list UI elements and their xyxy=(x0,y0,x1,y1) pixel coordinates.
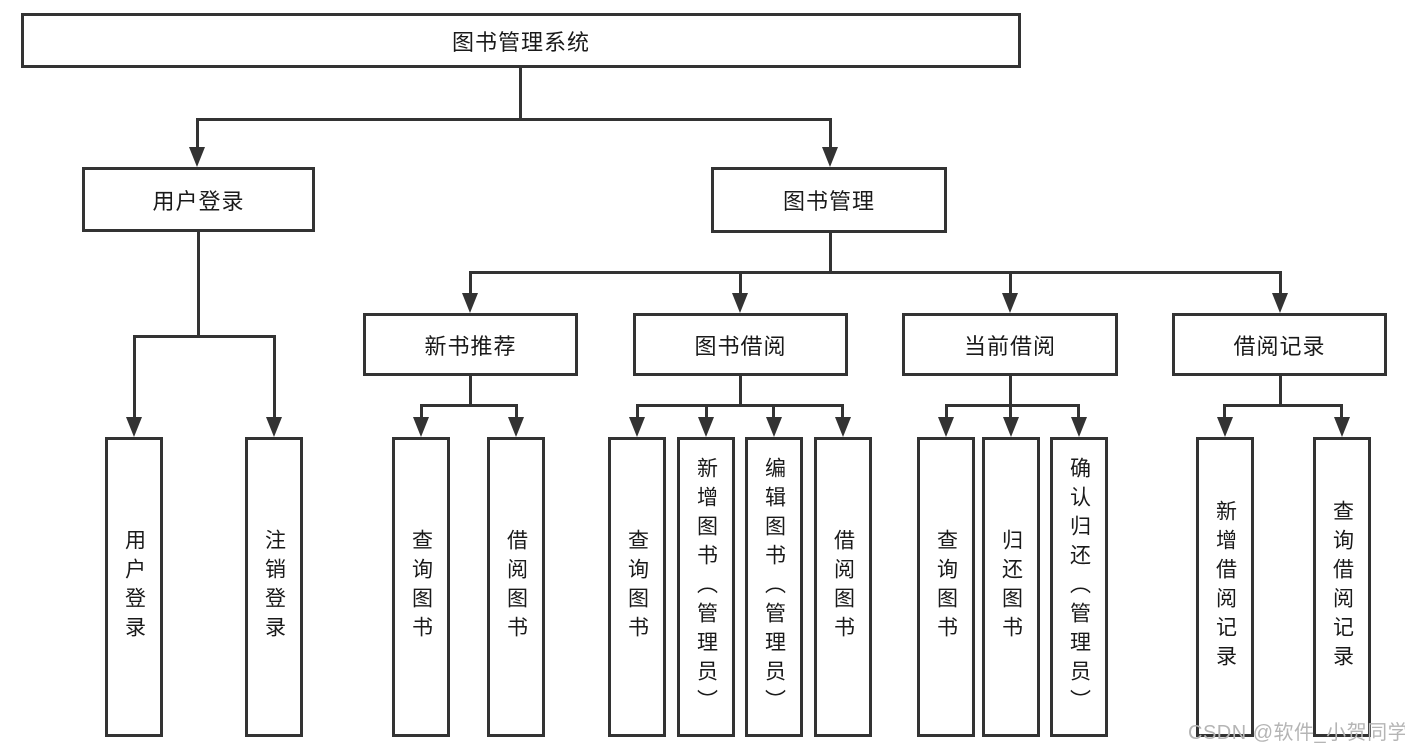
leaf-return-book: 归还图书 xyxy=(982,437,1040,737)
leaf-add-borrow-record: 新增借阅记录 xyxy=(1196,437,1254,737)
arrow-to-query-books-2 xyxy=(629,417,645,437)
arrow-to-borrow-books-1 xyxy=(508,417,524,437)
node-root-label: 图书管理系统 xyxy=(451,29,590,55)
arrow-to-query-borrow-record xyxy=(1334,417,1350,437)
leaf-query-borrow-record: 查询借阅记录 xyxy=(1313,437,1371,737)
arrow-to-edit-book-admin xyxy=(766,417,782,437)
connector-to-return-book xyxy=(1009,404,1012,419)
node-user-login: 用户登录 xyxy=(82,167,315,232)
connector-to-confirm-return-admin xyxy=(1077,404,1080,419)
connector-current-borrow-stem xyxy=(1009,375,1012,406)
arrow-to-query-books-1 xyxy=(413,417,429,437)
connector-to-current-borrow xyxy=(1009,271,1012,295)
arrow-to-confirm-return-admin xyxy=(1071,417,1087,437)
arrow-to-leaf-logout xyxy=(266,417,282,437)
connector-to-leaf-user-login xyxy=(133,335,136,417)
node-new-book-recommend: 新书推荐 xyxy=(363,313,578,376)
leaf-return-book-label: 归还图书 xyxy=(999,529,1023,645)
node-book-borrow-label: 图书借阅 xyxy=(694,333,787,359)
connector-to-borrow-books-1 xyxy=(515,404,518,419)
leaf-borrow-books-2-label: 借阅图书 xyxy=(831,529,855,645)
arrow-to-user-login xyxy=(189,147,205,167)
connector-user-login-stem xyxy=(197,231,200,337)
arrow-to-return-book xyxy=(1003,417,1019,437)
leaf-logout: 注销登录 xyxy=(245,437,303,737)
node-new-book-recommend-label: 新书推荐 xyxy=(424,333,517,359)
leaf-add-book-admin: 新增图书（管理员） xyxy=(677,437,735,737)
connector-user-login-bus xyxy=(133,335,276,338)
leaf-query-books-1-label: 查询图书 xyxy=(409,529,433,645)
leaf-confirm-return-admin: 确认归还（管理员） xyxy=(1050,437,1108,737)
arrow-to-new-book-recommend xyxy=(462,293,478,313)
leaf-confirm-return-admin-label: 确认归还（管理员） xyxy=(1067,456,1091,718)
node-root: 图书管理系统 xyxy=(21,13,1021,68)
connector-to-book-management xyxy=(829,118,832,150)
arrow-to-current-borrow xyxy=(1002,293,1018,313)
leaf-query-books-2-label: 查询图书 xyxy=(625,529,649,645)
connector-to-query-books-2 xyxy=(636,404,639,419)
leaf-borrow-books-1-label: 借阅图书 xyxy=(504,529,528,645)
connector-to-query-borrow-record xyxy=(1340,404,1343,419)
connector-to-borrow-records xyxy=(1279,271,1282,295)
leaf-add-book-admin-label: 新增图书（管理员） xyxy=(694,456,718,718)
leaf-query-books-2: 查询图书 xyxy=(608,437,666,737)
arrow-to-borrow-records xyxy=(1272,293,1288,313)
connector-book-management-stem xyxy=(829,232,832,273)
leaf-query-borrow-record-label: 查询借阅记录 xyxy=(1330,500,1354,674)
node-book-borrow: 图书借阅 xyxy=(633,313,848,376)
connector-to-edit-book-admin xyxy=(772,404,775,419)
leaf-logout-label: 注销登录 xyxy=(262,529,286,645)
arrow-to-book-management xyxy=(822,147,838,167)
node-borrow-records-label: 借阅记录 xyxy=(1233,333,1326,359)
node-user-login-label: 用户登录 xyxy=(152,188,245,214)
arrow-to-query-books-3 xyxy=(938,417,954,437)
connector-to-add-borrow-record xyxy=(1223,404,1226,419)
leaf-edit-book-admin-label: 编辑图书（管理员） xyxy=(762,456,786,718)
leaf-user-login: 用户登录 xyxy=(105,437,163,737)
node-current-borrow: 当前借阅 xyxy=(902,313,1118,376)
leaf-user-login-label: 用户登录 xyxy=(122,529,146,645)
leaf-edit-book-admin: 编辑图书（管理员） xyxy=(745,437,803,737)
connector-to-leaf-logout xyxy=(273,335,276,417)
leaf-add-borrow-record-label: 新增借阅记录 xyxy=(1213,500,1237,674)
connector-to-query-books-3 xyxy=(945,404,948,419)
node-book-management-label: 图书管理 xyxy=(782,189,875,214)
node-book-management: 图书管理 xyxy=(711,167,947,233)
connector-to-borrow-books-2 xyxy=(841,404,844,419)
connector-current-borrow-bus xyxy=(945,404,1080,407)
connector-to-book-borrow xyxy=(739,271,742,295)
node-borrow-records: 借阅记录 xyxy=(1172,313,1387,376)
connector-new-book-recommend-stem xyxy=(469,375,472,406)
connector-to-new-book-recommend xyxy=(469,271,472,295)
leaf-query-books-1: 查询图书 xyxy=(392,437,450,737)
connector-book-borrow-stem xyxy=(739,375,742,406)
connector-to-add-book-admin xyxy=(705,404,708,419)
connector-level3-bus xyxy=(469,271,1282,274)
connector-borrow-records-bus xyxy=(1223,404,1343,407)
connector-borrow-records-stem xyxy=(1279,375,1282,406)
connector-to-user-login xyxy=(196,118,199,150)
arrow-to-leaf-user-login xyxy=(126,417,142,437)
connector-to-query-books-1 xyxy=(420,404,423,419)
watermark-text: CSDN @软件_小贺同学 xyxy=(1188,722,1405,744)
connector-book-borrow-bus xyxy=(636,404,844,407)
leaf-borrow-books-2: 借阅图书 xyxy=(814,437,872,737)
leaf-query-books-3-label: 查询图书 xyxy=(934,529,958,645)
leaf-query-books-3: 查询图书 xyxy=(917,437,975,737)
arrow-to-add-borrow-record xyxy=(1217,417,1233,437)
arrow-to-add-book-admin xyxy=(698,417,714,437)
leaf-borrow-books-1: 借阅图书 xyxy=(487,437,545,737)
node-current-borrow-label: 当前借阅 xyxy=(963,333,1056,359)
arrow-to-book-borrow xyxy=(732,293,748,313)
connector-new-book-recommend-bus xyxy=(420,404,518,407)
arrow-to-borrow-books-2 xyxy=(835,417,851,437)
connector-level2-bus xyxy=(196,118,832,121)
connector-root-stem xyxy=(519,67,522,120)
